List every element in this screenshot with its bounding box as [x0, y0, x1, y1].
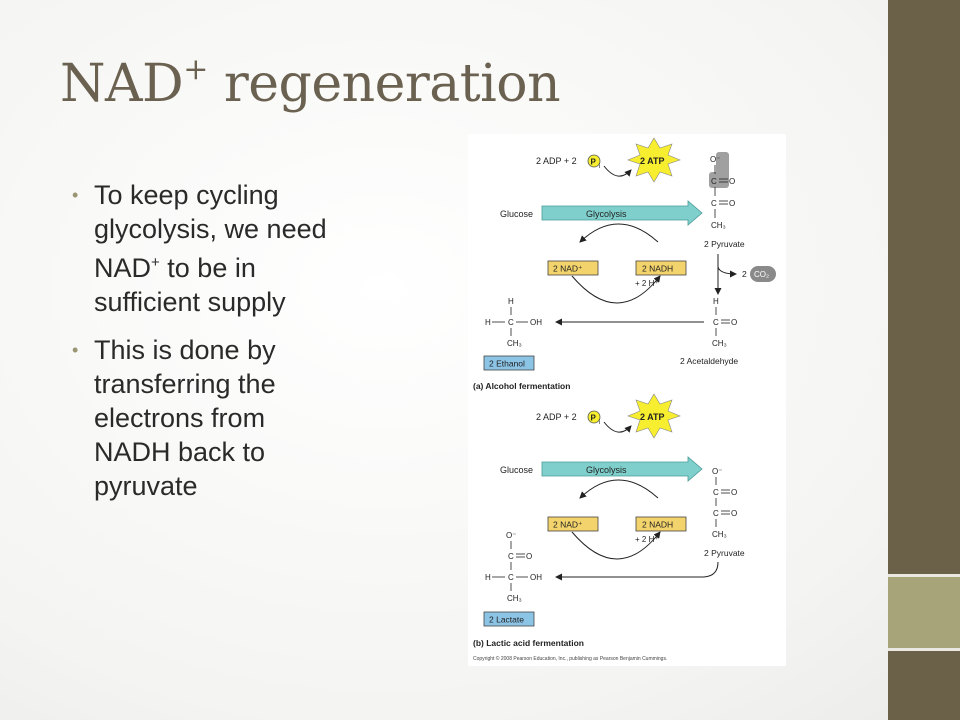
svg-text:O⁻: O⁻	[710, 155, 720, 164]
svg-text:O: O	[731, 318, 737, 327]
nadh-box	[635, 516, 687, 532]
svg-text:O: O	[729, 177, 735, 186]
atp-label: 2 ATP	[640, 412, 665, 422]
right-decorative-bar	[888, 0, 960, 720]
glucose-label: Glucose	[500, 465, 533, 475]
hydrogen-label: + 2 H⁺	[635, 535, 659, 544]
bar-divider	[888, 574, 960, 577]
svg-text:2 Ethanol: 2 Ethanol	[489, 359, 525, 369]
nadh-box	[635, 260, 687, 276]
svg-text:2: 2	[742, 269, 747, 279]
glycolysis-arrow	[541, 200, 703, 226]
svg-text:P: P	[591, 414, 597, 423]
co2-badge	[750, 266, 776, 282]
svg-text:C: C	[508, 573, 514, 582]
fermentation-figure: 2 ADP + 2 P i 2 ATP Glucose Glycolysis 2…	[468, 134, 786, 666]
adp-label: 2 ADP + 2	[536, 412, 577, 422]
bullet-list: • To keep cycling glycolysis, we need NA…	[72, 178, 372, 517]
nad-box	[547, 516, 599, 532]
fermentation-diagram: 2 ADP + 2 P i 2 ATP Glucose Glycolysis 2…	[473, 137, 776, 662]
svg-text:C: C	[713, 509, 719, 518]
svg-text:P: P	[591, 158, 597, 167]
copyright-text: Copyright © 2008 Pearson Education, Inc.…	[473, 655, 667, 662]
svg-text:H: H	[508, 297, 514, 306]
adp-label: 2 ADP + 2	[536, 156, 577, 166]
svg-text:H: H	[485, 573, 491, 582]
atp-star-icon	[627, 137, 681, 183]
svg-text:Glycolysis: Glycolysis	[586, 209, 627, 219]
svg-text:CH₃: CH₃	[712, 530, 727, 539]
svg-text:2 NADH: 2 NADH	[642, 264, 673, 274]
nad-cycle-arrow-bottom	[571, 531, 661, 560]
caption-b: (b) Lactic acid fermentation	[473, 638, 584, 648]
svg-text:OH: OH	[530, 573, 542, 582]
svg-text:H: H	[713, 297, 719, 306]
svg-text:O⁻: O⁻	[506, 531, 516, 540]
pyruvate-label: 2 Pyruvate	[704, 548, 745, 558]
caption-a: (a) Alcohol fermentation	[473, 381, 570, 391]
svg-text:OH: OH	[530, 318, 542, 327]
svg-text:2 Lactate: 2 Lactate	[489, 615, 524, 625]
svg-text:C: C	[508, 552, 514, 561]
svg-text:O: O	[731, 509, 737, 518]
svg-text:2 NADH: 2 NADH	[642, 520, 673, 530]
svg-text:O: O	[526, 552, 532, 561]
bullet-dot-icon: •	[72, 185, 79, 205]
bullet-dot-icon: •	[72, 340, 79, 360]
atp-star-icon	[627, 393, 681, 439]
svg-text:O: O	[731, 488, 737, 497]
svg-text:C: C	[713, 488, 719, 497]
glycolysis-arrow	[541, 456, 703, 482]
phosphate-icon	[587, 410, 601, 424]
svg-text:i: i	[599, 420, 600, 426]
atp-curve-arrow	[603, 165, 632, 177]
glucose-label: Glucose	[500, 209, 533, 219]
svg-text:i: i	[599, 164, 600, 170]
ethanol-box	[483, 355, 535, 371]
svg-text:CH₃: CH₃	[712, 339, 727, 348]
svg-text:O: O	[729, 199, 735, 208]
bullet-item: • This is done by transferring the elect…	[72, 335, 276, 501]
nad-box	[547, 260, 599, 276]
bullet-item: • To keep cycling glycolysis, we need NA…	[72, 180, 327, 317]
svg-text:C: C	[713, 318, 719, 327]
svg-text:CH₃: CH₃	[711, 221, 726, 230]
svg-text:Glycolysis: Glycolysis	[586, 465, 627, 475]
svg-text:CO₂: CO₂	[754, 270, 769, 279]
phosphate-icon	[587, 154, 601, 168]
reduction-arrow	[555, 561, 719, 581]
svg-text:C: C	[711, 199, 717, 208]
atp-label: 2 ATP	[640, 156, 665, 166]
panel-b-lactic-acid-fermentation: 2 ADP + 2 P i 2 ATP Glucose Glycolysis 2…	[473, 393, 745, 648]
bar-divider	[888, 648, 960, 651]
nad-cycle-arrow-bottom	[571, 275, 661, 304]
svg-text:2 NAD⁺: 2 NAD⁺	[553, 520, 583, 530]
co2-release-arrow	[717, 266, 737, 278]
svg-text:CH₃: CH₃	[507, 594, 522, 603]
lactate-box	[483, 611, 535, 627]
nad-cycle-arrow-top	[579, 223, 659, 243]
svg-text:O⁻: O⁻	[712, 467, 722, 476]
svg-text:C: C	[508, 318, 514, 327]
svg-text:CH₃: CH₃	[507, 339, 522, 348]
nad-cycle-arrow-top	[579, 479, 659, 499]
hydrogen-label: + 2 H⁺	[635, 279, 659, 288]
atp-curve-arrow	[603, 421, 632, 433]
svg-text:H: H	[485, 318, 491, 327]
acetaldehyde-label: 2 Acetaldehyde	[680, 356, 738, 366]
svg-text:C: C	[711, 177, 717, 186]
svg-text:2 NAD⁺: 2 NAD⁺	[553, 264, 583, 274]
bar-accent-block	[888, 577, 960, 648]
panel-a-alcohol-fermentation: 2 ADP + 2 P i 2 ATP Glucose Glycolysis 2…	[473, 137, 776, 391]
pyruvate-label: 2 Pyruvate	[704, 239, 745, 249]
page-title: NAD+ regeneration	[60, 52, 561, 114]
